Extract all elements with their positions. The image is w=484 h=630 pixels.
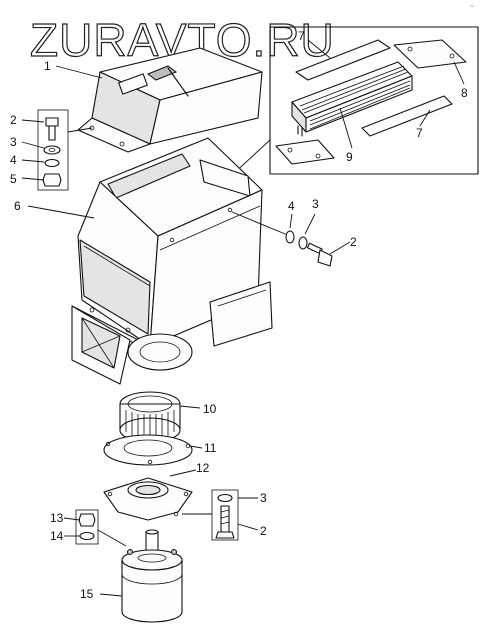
inset-radiator-detail: 7 7 8 9 — [204, 26, 479, 201]
fastener-group-frame — [211, 489, 239, 541]
blower-wheel: 10 — [119, 391, 217, 443]
callout-5: 5 — [10, 172, 17, 186]
leader-10 — [179, 405, 201, 409]
callout-9: 9 — [346, 150, 353, 164]
motor-stud — [127, 549, 133, 555]
callout-4-right: 4 — [288, 199, 295, 213]
housing-top-window — [107, 153, 191, 199]
callout-8: 8 — [461, 86, 468, 100]
callout-3-right: 3 — [312, 197, 319, 211]
fastener-group-frame — [75, 509, 99, 545]
callout-2-left: 2 — [10, 113, 17, 127]
washer — [79, 531, 95, 541]
electric-motor: 15 — [80, 529, 183, 623]
watermark: ZURAVTO.RU — [30, 14, 335, 66]
gasket-ring — [103, 434, 193, 466]
callout-7-upper: 7 — [298, 29, 305, 43]
radiator-front — [305, 75, 413, 133]
callout-15: 15 — [80, 587, 94, 601]
housing-left-lower — [79, 239, 151, 335]
cover-hole — [119, 141, 125, 147]
leader-11 — [189, 445, 203, 449]
plate-hole — [315, 153, 321, 159]
radiator-core — [291, 61, 413, 137]
radiator-lower-plate — [275, 139, 335, 165]
callout-2-plate: 2 — [260, 524, 267, 538]
callout-14: 14 — [50, 529, 64, 543]
leader-8 — [453, 61, 465, 85]
corner-mark: ~ — [470, 4, 474, 10]
callout-6: 6 — [14, 199, 21, 213]
wheel-vanes — [125, 410, 175, 440]
leader-9 — [339, 107, 353, 149]
leader-7a — [307, 39, 331, 59]
callout-7-lower: 7 — [416, 126, 423, 140]
housing-right-duct — [209, 281, 273, 347]
bolt-head — [317, 249, 333, 267]
bolt-shank — [48, 125, 56, 141]
cover-flange — [77, 117, 151, 153]
mount-plate — [103, 477, 193, 521]
nut — [78, 513, 96, 527]
leader-12 — [169, 469, 197, 477]
callout-11: 11 — [204, 441, 217, 455]
plate-hole — [287, 147, 293, 153]
blower-volute — [127, 333, 193, 371]
leader-7b — [419, 109, 431, 127]
washer — [285, 230, 295, 244]
motor-stud — [171, 549, 177, 555]
seal-strip-upper — [295, 39, 391, 81]
bolt-head — [215, 531, 235, 539]
callout-13: 13 — [50, 511, 64, 525]
callout-1: 1 — [44, 59, 51, 73]
callout-12: 12 — [196, 461, 210, 475]
bracket-hole — [407, 46, 413, 52]
radiator-fins — [299, 65, 411, 130]
callout-4-left: 4 — [10, 153, 17, 167]
cover-side — [149, 71, 263, 145]
mount-bore — [135, 484, 161, 496]
radiator-bracket — [393, 39, 467, 69]
callout-3-left: 3 — [10, 135, 17, 149]
upper-cover: 1 — [44, 47, 263, 153]
lock-washer — [298, 236, 308, 250]
leader-1 — [55, 65, 103, 79]
fastener-axis — [231, 211, 291, 237]
callout-3-plate: 3 — [260, 491, 267, 505]
motor-mount-plate: 12 — [103, 461, 210, 521]
fastener-group-motor: 13 14 — [50, 509, 127, 547]
seal-strip-lower — [361, 95, 453, 137]
fastener-group-right: 4 3 2 — [231, 197, 357, 267]
callout-10: 10 — [203, 402, 217, 416]
cover-lever-rod — [167, 67, 189, 97]
fastener-group-left: 2 3 4 5 — [10, 109, 93, 191]
lock-washer — [44, 158, 60, 168]
washer — [43, 145, 61, 155]
fastener-group-plate: 3 2 — [182, 489, 267, 541]
fastener-group-frame — [37, 109, 69, 191]
heater-housing: 6 — [14, 137, 273, 385]
callout-2-right: 2 — [350, 235, 357, 249]
cover-slot — [118, 73, 148, 95]
bracket-hole — [449, 53, 455, 59]
gasket: 11 — [103, 434, 217, 466]
inset-frame — [269, 26, 479, 175]
motor-body — [121, 559, 183, 623]
fastener-leader — [67, 127, 93, 133]
nut — [42, 173, 62, 187]
washer — [217, 493, 233, 503]
leader-6 — [27, 205, 95, 219]
leader-15 — [99, 593, 123, 597]
bolt-head — [45, 117, 59, 127]
